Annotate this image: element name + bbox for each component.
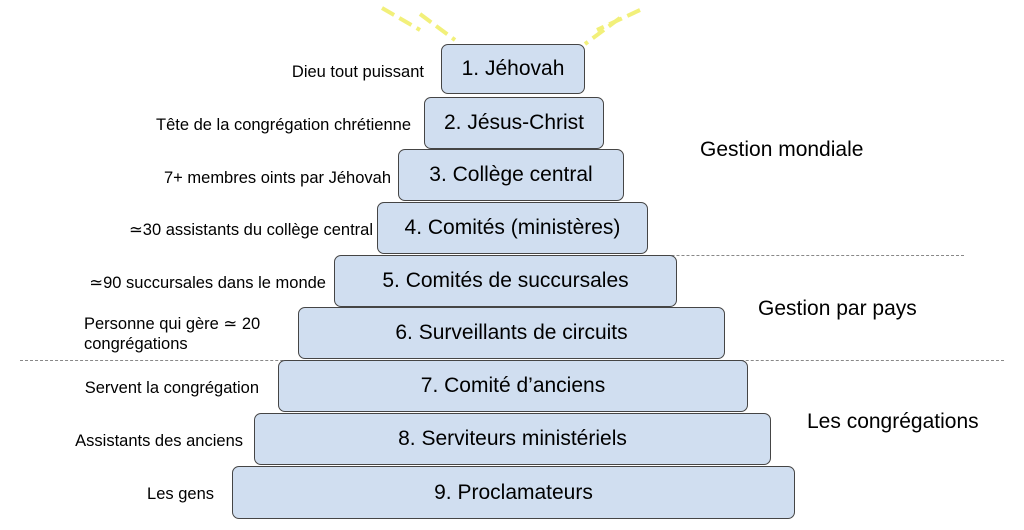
level-box-9: 9. Proclamateurs [232, 466, 795, 519]
group-label-congregations: Les congrégations [807, 410, 979, 433]
level-description-1: Dieu tout puissant [291, 63, 424, 81]
level-label: 6. Surveillants de circuits [395, 321, 628, 344]
level-description-4: ≃30 assistants du collège central [128, 221, 373, 239]
level-description-3: 7+ membres oints par Jéhovah [164, 169, 391, 187]
level-description-6: Personne qui gère ≃ 20 congrégations [84, 315, 261, 353]
level-description-8: Assistants des anciens [75, 432, 243, 450]
light-rays-icon [380, 6, 641, 46]
level-box-2: 2. Jésus-Christ [424, 97, 604, 149]
level-box-1: 1. Jéhovah [441, 44, 585, 94]
level-description-9: Les gens [147, 485, 214, 503]
level-label: 5. Comités de succursales [382, 269, 629, 292]
level-box-4: 4. Comités (ministères) [377, 202, 648, 254]
level-box-6: 6. Surveillants de circuits [298, 307, 725, 359]
level-label: 2. Jésus-Christ [443, 111, 585, 134]
level-label: 9. Proclamateurs [434, 480, 593, 504]
group-label-worldwide: Gestion mondiale [700, 138, 864, 161]
level-label: 1. Jéhovah [461, 57, 565, 80]
level-box-7: 7. Comité d’anciens [278, 360, 748, 412]
level-label: 8. Serviteurs ministériels [398, 427, 627, 450]
level-box-3: 3. Collège central [398, 149, 624, 201]
level-description-7: Servent la congrégation [84, 379, 259, 397]
level-box-5: 5. Comités de succursales [334, 255, 677, 307]
group-label-country: Gestion par pays [758, 297, 917, 320]
level-label: 4. Comités (ministères) [404, 216, 621, 239]
level-description-2: Tête de la congrégation chrétienne [155, 116, 411, 134]
level-description-5: ≃90 succursales dans le monde [89, 274, 326, 292]
level-box-8: 8. Serviteurs ministériels [254, 413, 771, 465]
level-label: 3. Collège central [429, 163, 593, 186]
level-label: 7. Comité d’anciens [420, 374, 606, 397]
